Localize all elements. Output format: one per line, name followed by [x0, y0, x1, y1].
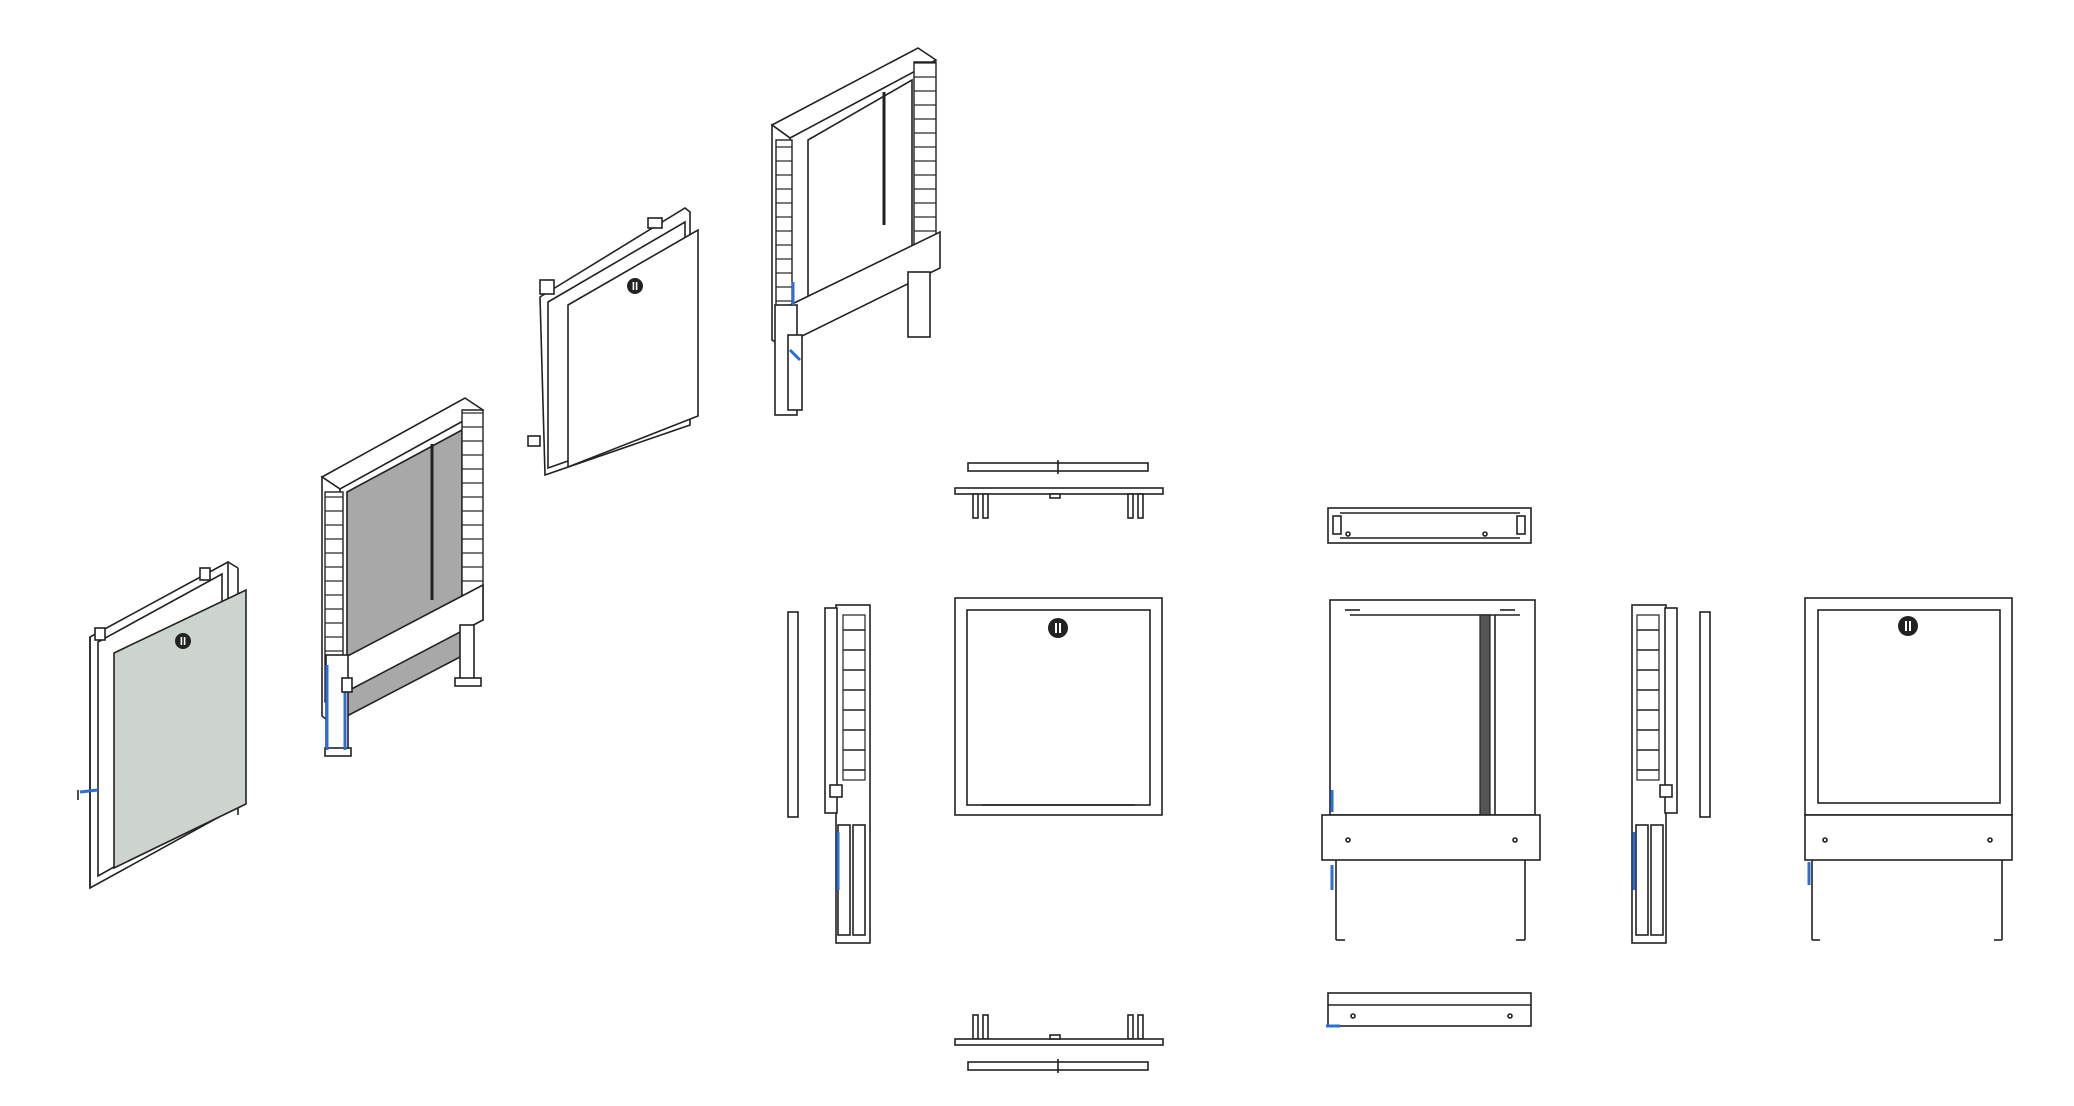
iso-view-door-only	[527, 207, 699, 477]
front-view-a	[954, 597, 1163, 816]
front-view-b	[1321, 599, 1541, 941]
side-view-a	[787, 604, 871, 944]
side-view-b	[1631, 604, 1711, 944]
ortho-set-a	[787, 460, 1164, 1073]
cam-lock-icon	[175, 633, 191, 649]
iso-view-open-frame	[320, 397, 485, 757]
cam-lock-icon	[627, 278, 643, 294]
cam-lock-icon	[1048, 618, 1068, 638]
top-view-a	[954, 460, 1164, 519]
iso-view-frame-rails	[770, 47, 941, 416]
cam-lock-icon	[1898, 616, 1918, 636]
top-view-b	[1327, 507, 1532, 544]
front-view-c	[1804, 597, 2013, 941]
ortho-set-b	[1321, 507, 2013, 1028]
bottom-view-b	[1326, 992, 1532, 1028]
bottom-view-a	[954, 1014, 1164, 1073]
iso-view-closed-door	[77, 560, 247, 890]
door-panel	[113, 588, 247, 870]
